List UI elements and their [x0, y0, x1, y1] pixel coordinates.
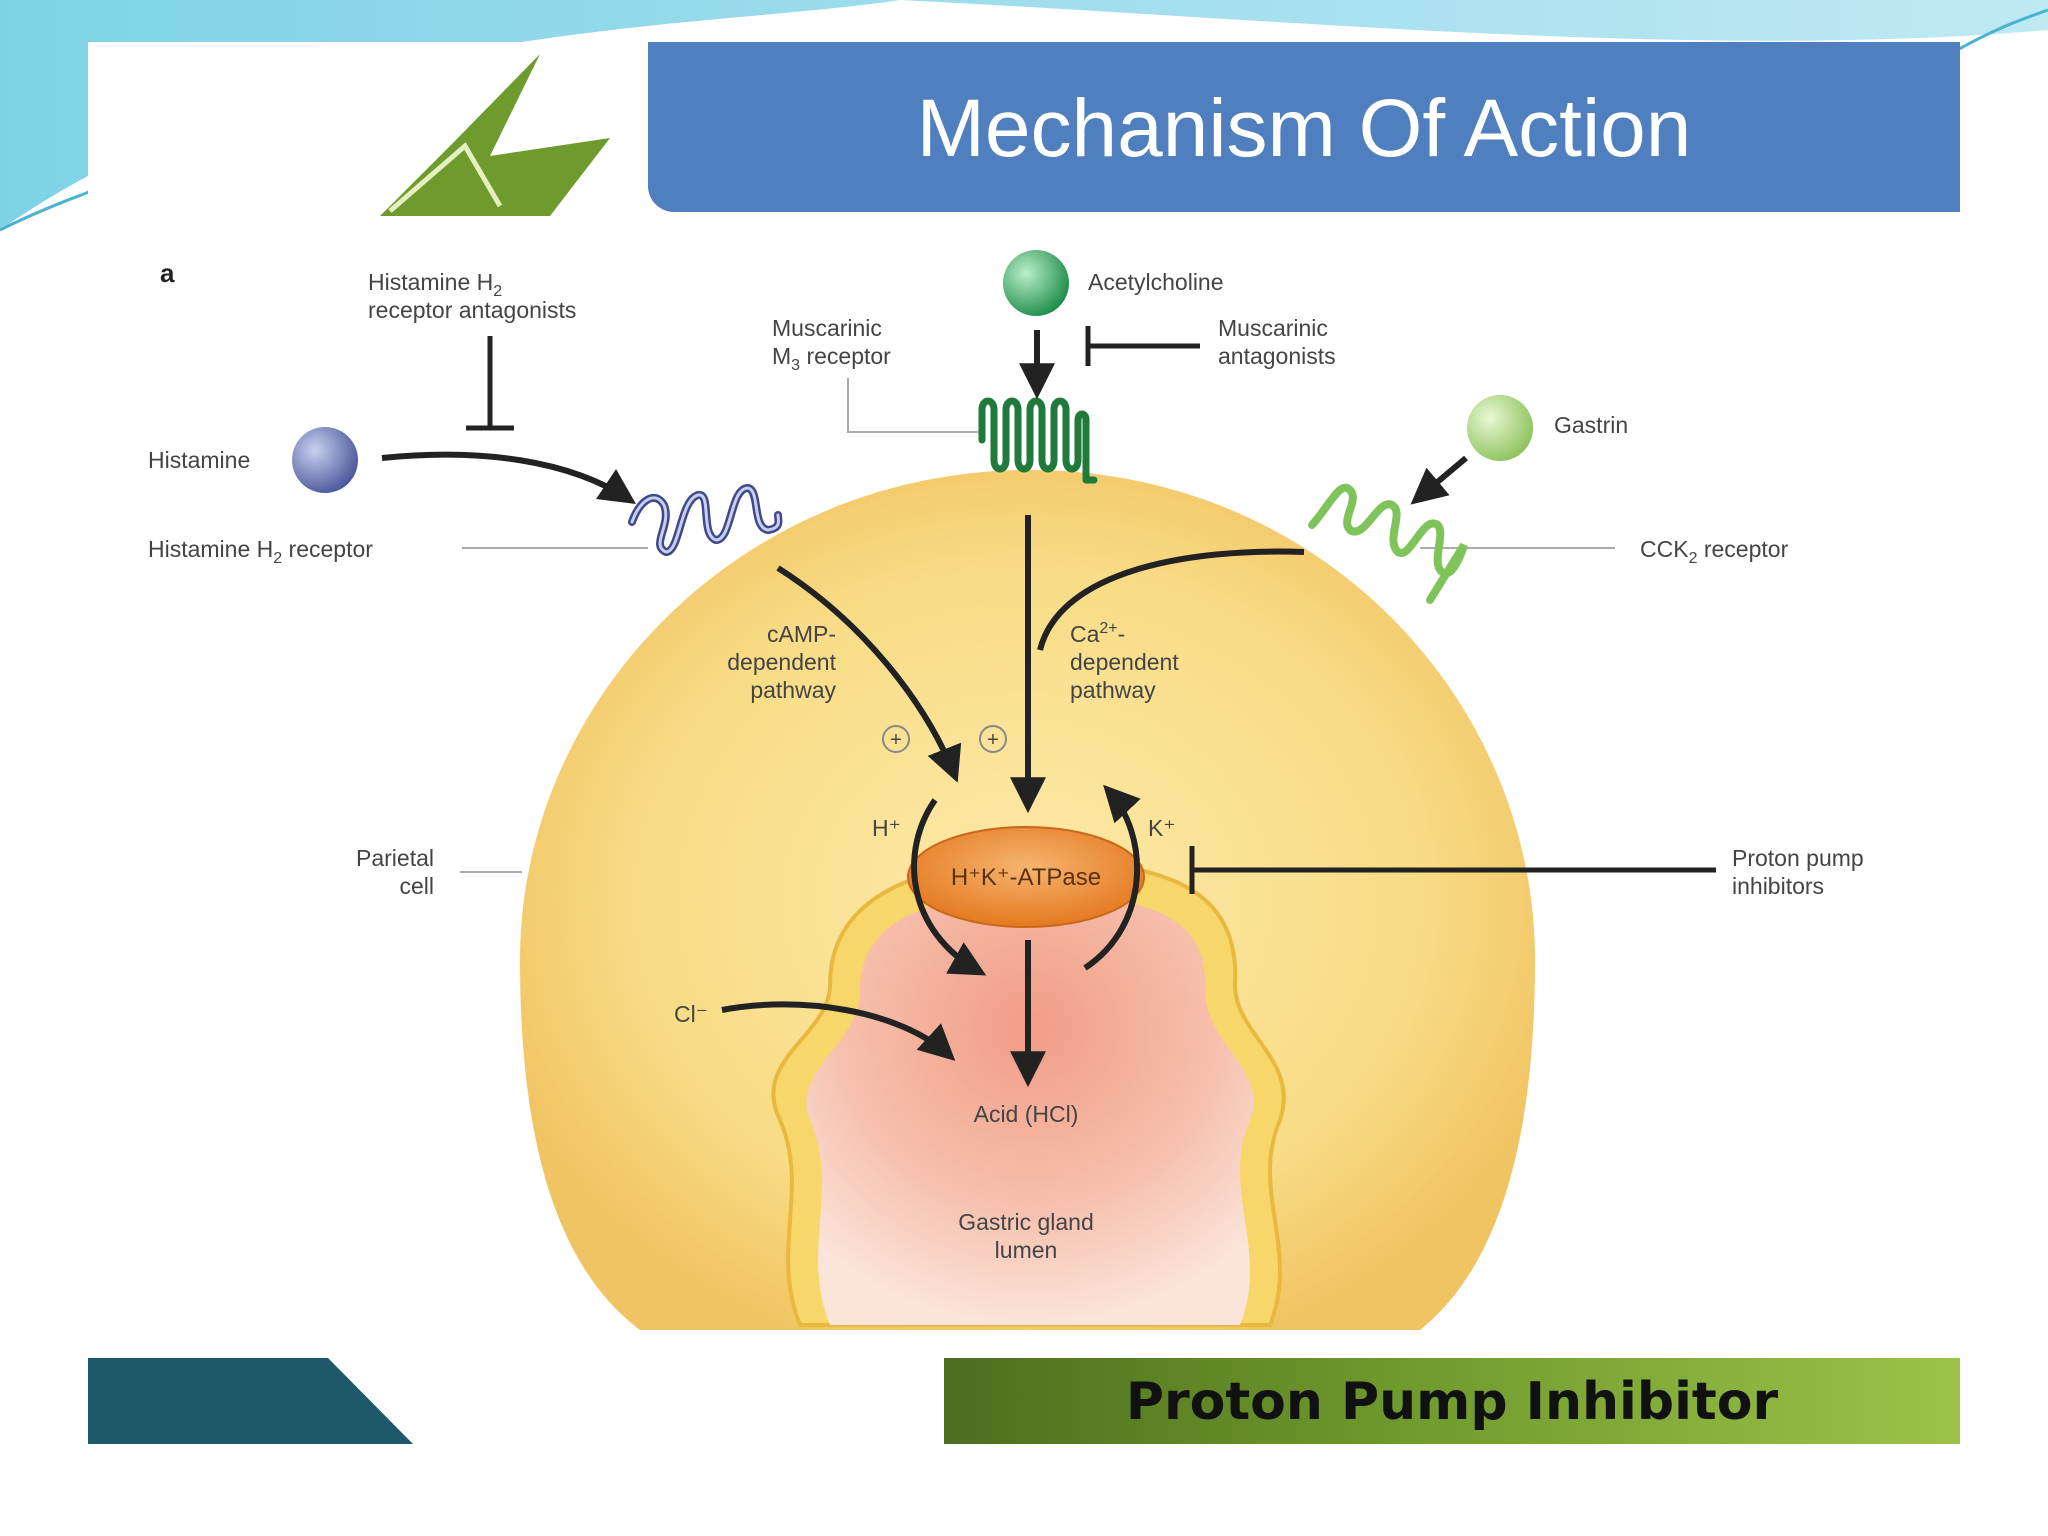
- lumen-label-line1: Gastric gland: [958, 1209, 1094, 1235]
- ca-pathway-label-line3: pathway: [1070, 677, 1156, 703]
- histamine-arrow: [381, 451, 636, 504]
- camp-pathway-label-line2: dependent: [727, 649, 836, 675]
- chloride-label: Cl⁻: [674, 1001, 708, 1027]
- title-bar: Mechanism Of Action: [648, 42, 1960, 212]
- lumen-label-line2: lumen: [995, 1237, 1058, 1263]
- histamine-ball: [292, 427, 358, 493]
- camp-pathway-arrow: [776, 565, 962, 783]
- muscarinic-m3-receptor: [978, 397, 1098, 484]
- atpase-label: H⁺K⁺-ATPase: [951, 864, 1101, 891]
- h2-antagonists-label-line2: receptor antagonists: [368, 297, 576, 323]
- parietal-cell-label-line2: cell: [399, 873, 434, 899]
- h-ion-arrow: [911, 798, 987, 976]
- mechanism-diagram: a Histamine H2 receptor antagonists Hist…: [148, 250, 1864, 1330]
- acid-label: Acid (HCl): [974, 1101, 1079, 1127]
- m3-receptor-label-line1: Muscarinic: [772, 315, 882, 341]
- camp-pathway-label-line3: pathway: [750, 677, 836, 703]
- h-ion-label: H⁺: [872, 815, 901, 841]
- camp-pathway-label-line1: cAMP-: [767, 621, 836, 647]
- ca-pathway-label-line2: dependent: [1070, 649, 1179, 675]
- k-ion-label: K⁺: [1148, 815, 1175, 841]
- gastrin-arrow: [1410, 455, 1468, 505]
- muscarinic-antagonists-label-line1: Muscarinic: [1218, 315, 1328, 341]
- gastrin-label: Gastrin: [1554, 412, 1628, 438]
- h2-receptor-label: Histamine H2 receptor: [148, 536, 373, 567]
- gastric-gland-lumen: [806, 900, 1254, 1325]
- parietal-cell-label-line1: Parietal: [356, 845, 434, 871]
- histamine-label: Histamine: [148, 447, 250, 473]
- k-ion-arrow: [1083, 784, 1141, 971]
- ca-pathway-label-line1: Ca2+-: [1070, 620, 1125, 647]
- ca-pathway-arrow: [1037, 548, 1305, 651]
- footer-decoration: [88, 1358, 413, 1444]
- acetylcholine-label: Acetylcholine: [1088, 269, 1224, 295]
- plus-circle-right: [979, 725, 1007, 753]
- muscarinic-antagonists-label-line2: antagonists: [1218, 343, 1336, 369]
- footer-title: Proton Pump Inhibitor: [1125, 1372, 1779, 1432]
- ppi-label-line1: Proton pump: [1732, 845, 1864, 871]
- histamine-h2-receptor-inner: [630, 486, 781, 554]
- m3-receptor-pointer-line: [847, 378, 985, 433]
- footer-bar: Proton Pump Inhibitor: [944, 1358, 1960, 1444]
- h-k-atpase: [907, 826, 1145, 928]
- cck2-receptor: [1308, 483, 1468, 604]
- acetylcholine-ball: [1003, 250, 1069, 316]
- gastrin-ball: [1467, 395, 1533, 461]
- chloride-arrow: [721, 1001, 956, 1061]
- panel-label: a: [160, 258, 175, 288]
- logo-icon: [380, 54, 610, 216]
- ppi-label-line2: inhibitors: [1732, 873, 1824, 899]
- plus-label-right: +: [987, 729, 999, 751]
- slide-title: Mechanism Of Action: [916, 83, 1692, 174]
- m3-receptor-label-line2: M3 receptor: [772, 343, 891, 374]
- plus-label-left: +: [890, 729, 902, 751]
- h2-antagonists-label: Histamine H2: [368, 269, 502, 300]
- cck2-receptor-label: CCK2 receptor: [1640, 536, 1789, 567]
- plus-circle-left: [882, 725, 910, 753]
